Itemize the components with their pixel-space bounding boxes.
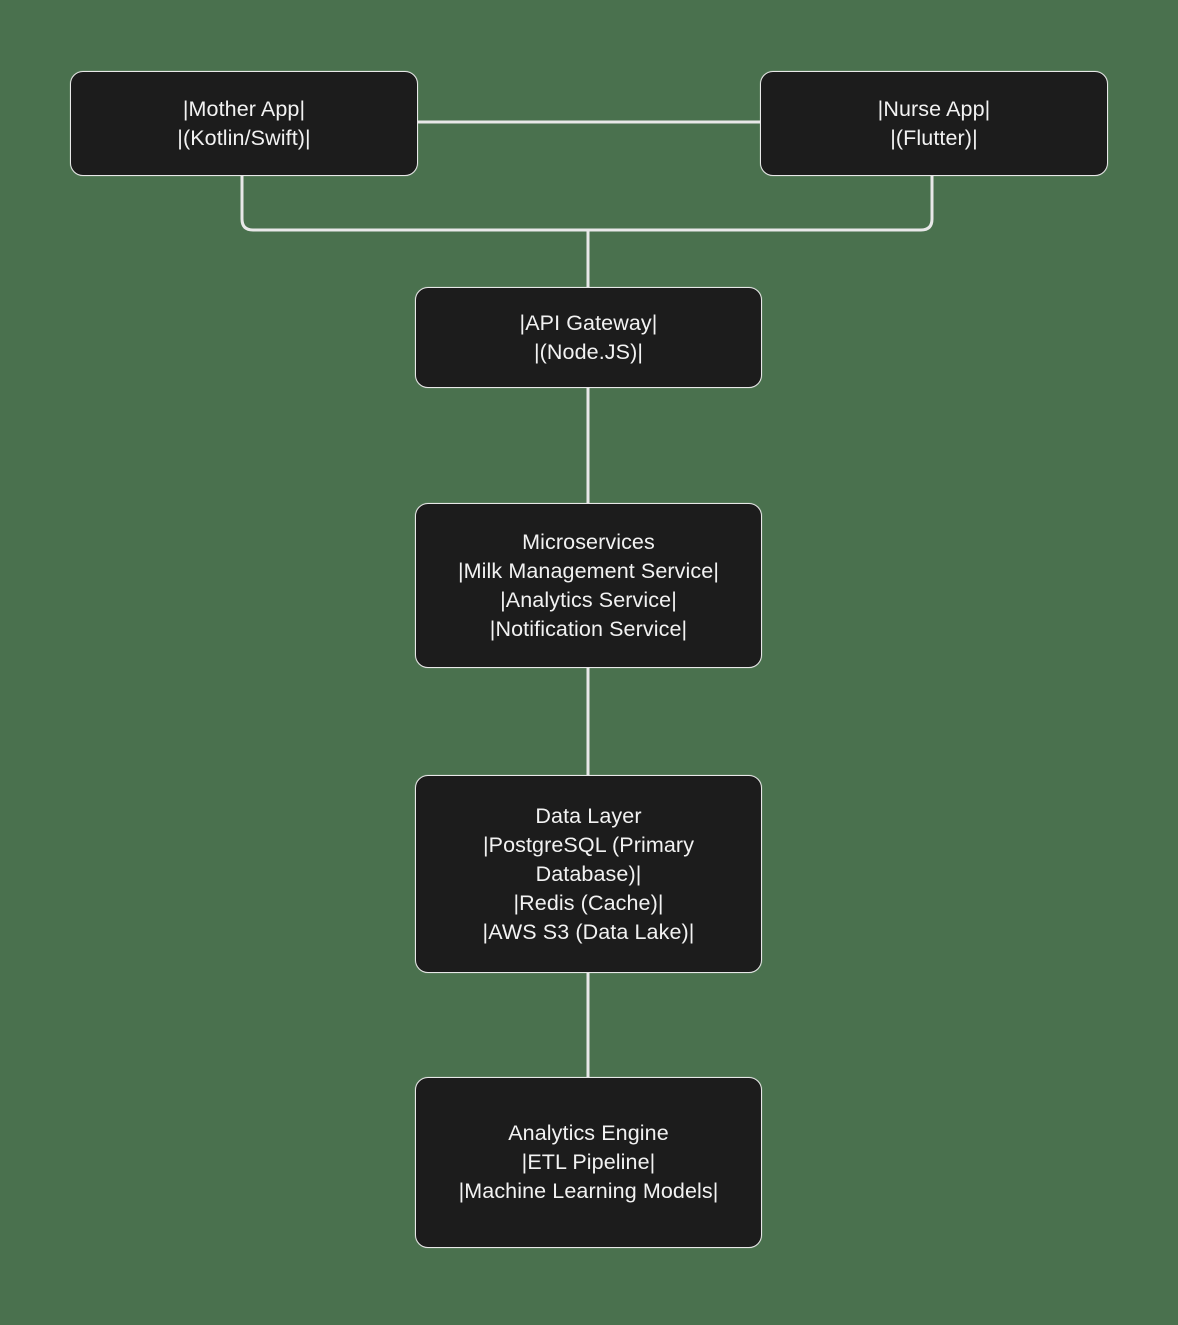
node-api-gateway-line-2: |(Node.JS)| (533, 339, 644, 364)
node-analytics-engine-title: Analytics Engine (508, 1121, 669, 1145)
node-nurse-app-line-2: |(Flutter)| (890, 125, 978, 150)
edge-nurse-app-to-api-gateway (588, 176, 934, 232)
node-analytics-engine-line-2: |ETL Pipeline| (521, 1150, 656, 1174)
edge-mother-app-to-api-gateway (240, 176, 588, 232)
node-microservices-title: Microservices (522, 529, 655, 554)
node-microservices-line-4: |Notification Service| (489, 616, 688, 641)
node-mother-app-line-2: |(Kotlin/Swift)| (177, 125, 311, 150)
node-mother-app[interactable]: |Mother App| |(Kotlin/Swift)| (70, 71, 418, 176)
node-mother-app-line-1: |Mother App| (182, 96, 306, 121)
node-analytics-engine[interactable]: Analytics Engine |ETL Pipeline| |Machine… (415, 1077, 762, 1248)
node-data-layer-line-2: |PostgreSQL (Primary Database)| (482, 832, 695, 886)
node-data-layer-title: Data Layer (535, 803, 642, 828)
node-microservices[interactable]: Microservices |Milk Management Service| … (415, 503, 762, 668)
node-nurse-app-line-1: |Nurse App| (877, 96, 991, 121)
node-nurse-app[interactable]: |Nurse App| |(Flutter)| (760, 71, 1108, 176)
node-data-layer-line-3: |Redis (Cache)| (513, 890, 664, 915)
node-analytics-engine-line-3: |Machine Learning Models| (458, 1179, 719, 1203)
node-microservices-line-3: |Analytics Service| (500, 587, 677, 612)
node-microservices-line-2: |Milk Management Service| (457, 558, 719, 583)
node-data-layer[interactable]: Data Layer |PostgreSQL (Primary Database… (415, 775, 762, 973)
node-api-gateway-line-1: |API Gateway| (519, 310, 658, 335)
node-data-layer-line-4: |AWS S3 (Data Lake)| (482, 919, 695, 944)
node-api-gateway[interactable]: |API Gateway| |(Node.JS)| (415, 287, 762, 388)
